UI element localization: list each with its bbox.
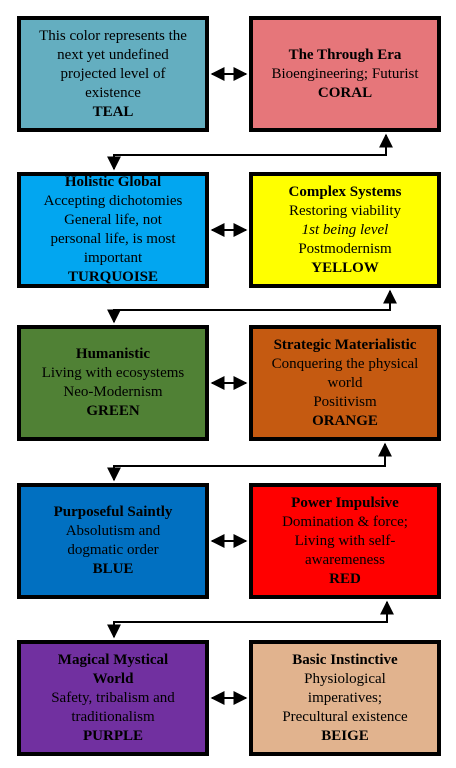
coral-line-1: Bioengineering; Futurist bbox=[271, 65, 419, 82]
yellow-line-3: Postmodernism bbox=[298, 240, 392, 257]
beige-color-name: BEIGE bbox=[321, 727, 369, 744]
purple-line-2: traditionalism bbox=[71, 708, 155, 725]
beige-line-2: imperatives; bbox=[307, 689, 383, 706]
purple-color-name: PURPLE bbox=[83, 727, 143, 744]
turquoise-line-3: personal life, is most bbox=[50, 231, 176, 247]
coral-color-name: CORAL bbox=[317, 84, 373, 101]
turquoise-title: Holistic Global bbox=[64, 174, 162, 190]
purple-level-box: Magical Mystical World Safety, tribalism… bbox=[17, 640, 209, 756]
blue-color-name: BLUE bbox=[92, 561, 134, 577]
green-yellow-connector bbox=[107, 289, 397, 324]
yellow-title: Complex Systems bbox=[288, 183, 402, 200]
yellow-level-box: Complex Systems Restoring viability 1st … bbox=[249, 172, 441, 288]
purple-title-line-2: World bbox=[92, 670, 134, 687]
turquoise-line-2: General life, not bbox=[64, 212, 162, 228]
teal-line-3: projected level of bbox=[60, 65, 166, 82]
coral-level-box: The Through Era Bioengineering; Futurist… bbox=[249, 16, 441, 132]
teal-color-name: TEAL bbox=[92, 103, 134, 120]
green-color-name: GREEN bbox=[86, 403, 140, 419]
red-line-1: Domination & force; bbox=[282, 513, 408, 530]
blue-line-2: dogmatic order bbox=[67, 542, 159, 558]
orange-line-1: Conquering the physical bbox=[271, 355, 419, 372]
teal-line-1: This color represents the bbox=[39, 27, 187, 44]
red-title: Power Impulsive bbox=[291, 494, 399, 511]
green-title: Humanistic bbox=[75, 346, 151, 362]
teal-level-box: This color represents the next yet undef… bbox=[17, 16, 209, 132]
yellow-line-2: 1st being level bbox=[301, 221, 389, 238]
blue-orange-connector bbox=[107, 442, 392, 482]
turquoise-line-4: important bbox=[83, 250, 143, 266]
orange-level-box: Strategic Materialistic Conquering the p… bbox=[249, 325, 441, 441]
blue-level-box: Purposeful Saintly Absolutism and dogmat… bbox=[17, 483, 209, 599]
coral-title: The Through Era bbox=[288, 46, 402, 63]
yellow-line-1: Restoring viability bbox=[288, 202, 402, 219]
beige-level-box: Basic Instinctive Physiological imperati… bbox=[249, 640, 441, 756]
turquoise-coral-connector bbox=[107, 133, 393, 171]
orange-line-3: Positivism bbox=[313, 393, 377, 410]
orange-line-2: world bbox=[327, 374, 363, 391]
red-line-3: awaremeness bbox=[305, 551, 385, 568]
yellow-color-name: YELLOW bbox=[311, 259, 379, 276]
red-level-box: Power Impulsive Domination & force; Livi… bbox=[249, 483, 441, 599]
green-line-2: Neo-Modernism bbox=[63, 384, 163, 400]
blue-title: Purposeful Saintly bbox=[53, 504, 173, 520]
red-line-2: Living with self- bbox=[294, 532, 396, 549]
purple-title-line-1: Magical Mystical bbox=[57, 651, 169, 668]
beige-title: Basic Instinctive bbox=[292, 651, 398, 668]
orange-title: Strategic Materialistic bbox=[273, 336, 417, 353]
red-color-name: RED bbox=[329, 570, 361, 587]
beige-line-1: Physiological bbox=[304, 670, 386, 687]
teal-line-2: next yet undefined bbox=[57, 46, 169, 63]
purple-line-1: Safety, tribalism and bbox=[51, 689, 175, 706]
turquoise-level-box: Holistic Global Accepting dichotomies Ge… bbox=[17, 172, 209, 288]
turquoise-color-name: TURQUOISE bbox=[67, 269, 159, 285]
green-level-box: Humanistic Living with ecosystems Neo-Mo… bbox=[17, 325, 209, 441]
green-line-1: Living with ecosystems bbox=[41, 365, 185, 381]
purple-red-connector bbox=[107, 600, 394, 639]
teal-line-4: existence bbox=[85, 84, 141, 101]
beige-line-3: Precultural existence bbox=[282, 708, 408, 725]
orange-color-name: ORANGE bbox=[312, 412, 378, 429]
turquoise-line-1: Accepting dichotomies bbox=[43, 193, 183, 209]
blue-line-1: Absolutism and bbox=[65, 523, 161, 539]
